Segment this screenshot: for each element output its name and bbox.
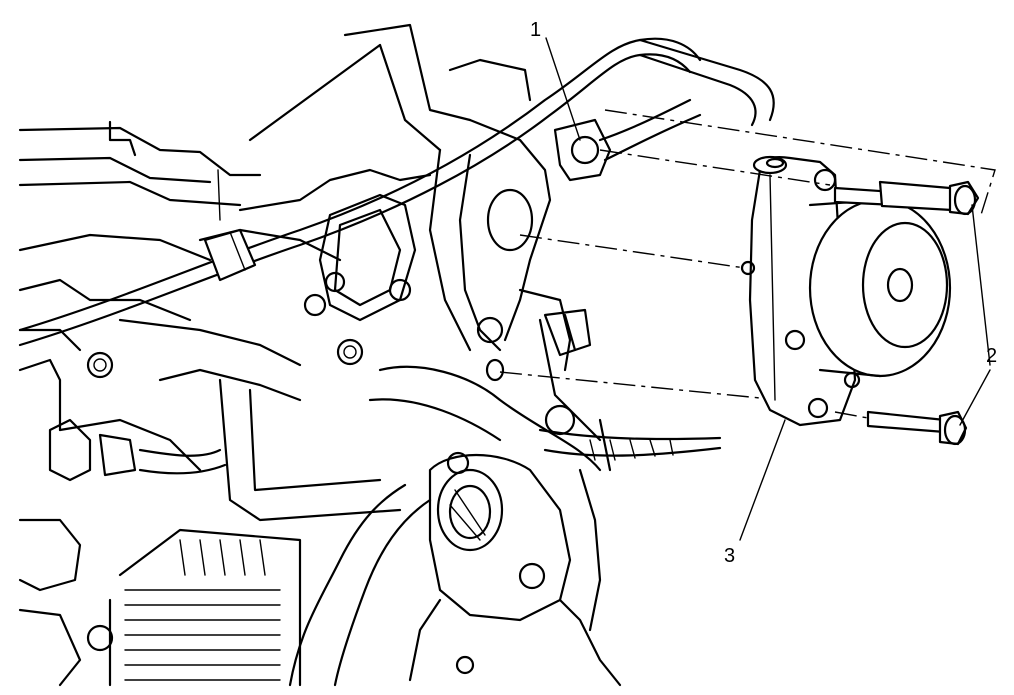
callout-labels: 1 2 3 <box>530 19 997 567</box>
callout-leaders <box>545 37 991 541</box>
engine-block-linework <box>18 23 722 687</box>
bolts <box>833 180 980 446</box>
callout-1: 1 <box>530 19 541 41</box>
callout-2: 2 <box>986 345 997 367</box>
upper-bolt <box>833 180 980 216</box>
alignment-lines <box>499 109 996 419</box>
callout-3: 3 <box>724 545 735 567</box>
wire-harness <box>18 37 775 347</box>
lower-bolt <box>866 410 968 446</box>
actuator-component <box>740 155 952 427</box>
